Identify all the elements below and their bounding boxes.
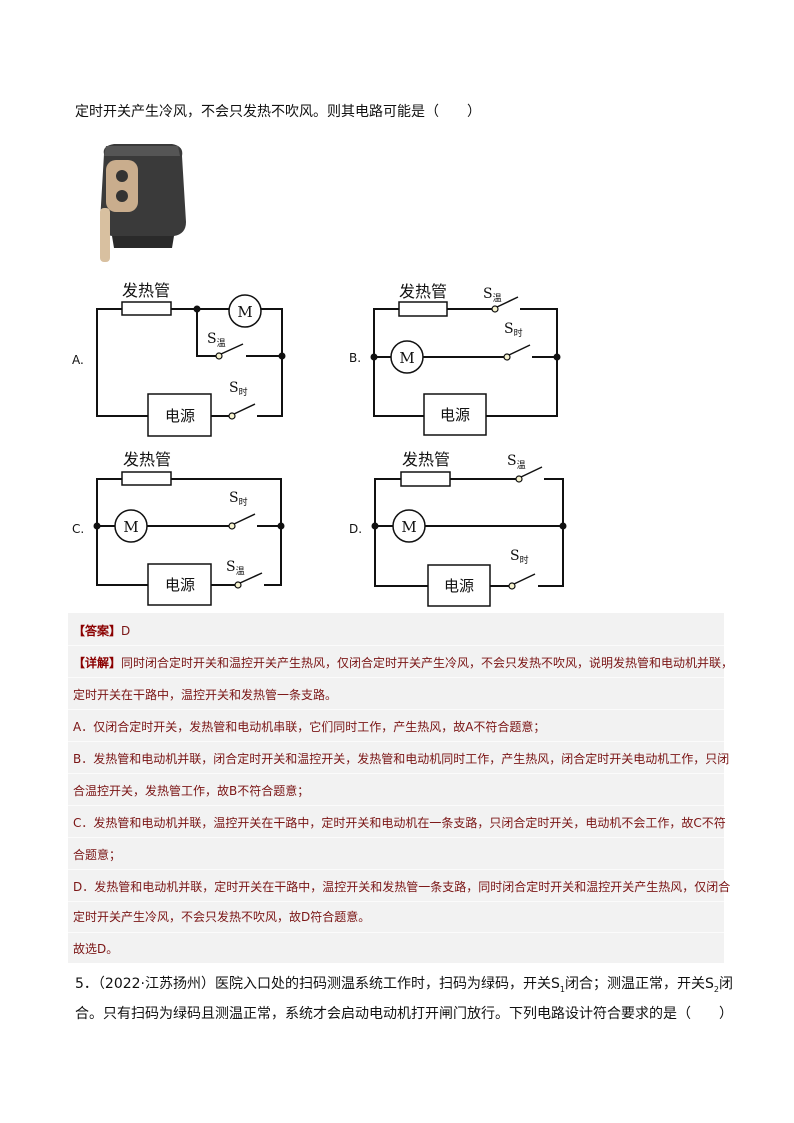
motor-label: M xyxy=(399,349,414,367)
s-temp-label: S温 xyxy=(207,331,226,349)
detail-line: 合题意； xyxy=(73,848,122,862)
power-label: 电源 xyxy=(440,406,470,424)
detail-line: C．发热管和电动机并联，温控开关在干路中，定时开关和电动机在一条支路，只闭合定时… xyxy=(73,816,726,830)
question-text-tail: 定时开关产生冷风，不会只发热不吹风。则其电路可能是（ ） xyxy=(75,104,481,120)
option-d-label: D. xyxy=(349,522,363,536)
detail-line: D．发热管和电动机并联，定时开关在干路中，温控开关和发热管一条支路，同时闭合定时… xyxy=(73,880,731,894)
motor-label: M xyxy=(123,518,138,536)
detail-line: A．仅闭合定时开关，发热管和电动机串联，它们同时工作，产生热风，故A不符合题意； xyxy=(73,720,546,734)
motor-label: M xyxy=(401,518,416,536)
option-a-label: A. xyxy=(72,353,84,367)
power-label: 电源 xyxy=(444,577,474,595)
heater-label: 发热管 xyxy=(122,281,170,300)
option-c-label: C. xyxy=(72,522,85,536)
s-temp-label: S温 xyxy=(507,453,526,471)
heater-label: 发热管 xyxy=(399,282,447,301)
detail-line: 定时开关在干路中，温控开关和发热管一条支路。 xyxy=(73,688,338,702)
detail-line: 【详解】同时闭合定时开关和温控开关产生热风，仅闭合定时开关产生冷风，不会只发热不… xyxy=(73,656,734,670)
option-b-label: B. xyxy=(349,351,362,365)
detail-line: 合温控开关，发热管工作，故B不符合题意； xyxy=(73,784,310,798)
heater-label: 发热管 xyxy=(402,450,450,469)
motor-label: M xyxy=(237,303,252,321)
detail-line: B．发热管和电动机并联，闭合定时开关和温控开关，发热管和电动机同时工作，产生热风… xyxy=(73,752,730,766)
heater-label: 发热管 xyxy=(123,450,171,469)
s-time-label: S时 xyxy=(229,490,248,508)
circuit-a: 发热管 M S温 S时 电源 xyxy=(96,281,286,437)
detail-line: 故选D。 xyxy=(73,942,119,956)
power-label: 电源 xyxy=(165,407,195,425)
power-label: 电源 xyxy=(165,576,195,594)
detail-line: 定时开关产生冷风，不会只发热不吹风，故D符合题意。 xyxy=(73,910,371,924)
circuit-d: 发热管 M S温 S时 电源 xyxy=(371,450,567,607)
s-time-label: S时 xyxy=(510,548,529,566)
s-temp-label: S温 xyxy=(483,286,502,304)
answer-box xyxy=(68,613,724,963)
circuit-c: 发热管 M S时 S温 电源 xyxy=(93,450,285,606)
air-fryer-image xyxy=(100,144,186,262)
s-time-label: S时 xyxy=(504,321,523,339)
answer-line: 【答案】D xyxy=(73,624,131,638)
s-temp-label: S温 xyxy=(226,559,245,577)
question-5-line-1: 5．（2022·江苏扬州）医院入口处的扫码测温系统工作时，扫码为绿码，开关S1闭… xyxy=(75,976,733,994)
circuit-b: 发热管 M S温 S时 电源 xyxy=(370,282,561,436)
question-5-line-2: 合。只有扫码为绿码且测温正常，系统才会启动电动机打开闸门放行。下列电路设计符合要… xyxy=(75,1006,733,1022)
s-time-label: S时 xyxy=(229,380,248,398)
circuit-diagrams: 发热管 M S温 S时 电源 发热管 M S温 S时 电源 xyxy=(93,281,567,607)
